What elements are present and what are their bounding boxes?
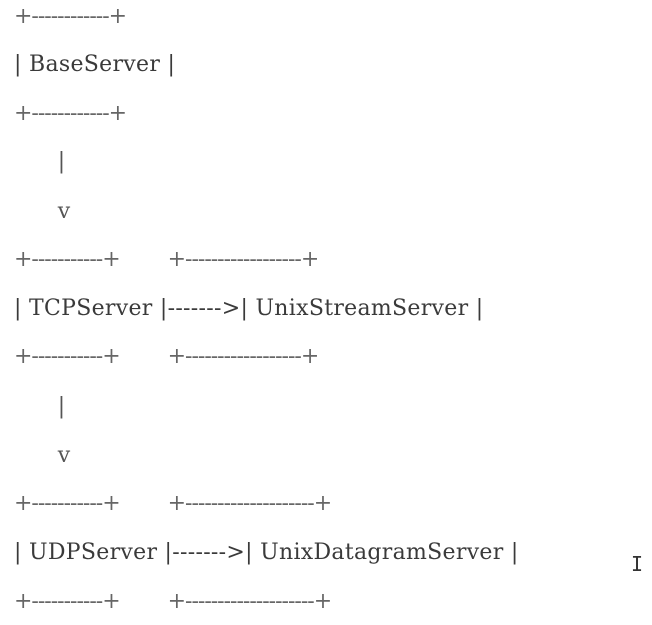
inheritance-arrowhead-1: v — [14, 199, 71, 224]
inheritance-arrowhead-2: v — [14, 443, 71, 468]
tcp-row-top-border: +-----------+ +------------------+ — [14, 247, 319, 272]
baseserver-box: | BaseServer | — [14, 52, 176, 77]
inheritance-line-1: | — [14, 149, 66, 174]
baseserver-box-top: +------------+ — [14, 4, 127, 29]
tcp-unixstream-row: | TCPServer |------->| UnixStreamServer … — [14, 296, 484, 321]
inheritance-line-2: | — [14, 394, 66, 419]
udp-row-bottom-border: +-----------+ +--------------------+ — [14, 589, 332, 614]
baseserver-box-bottom: +------------+ — [14, 101, 127, 126]
udp-row-top-border: +-----------+ +--------------------+ — [14, 491, 332, 516]
text-cursor-icon: I — [631, 552, 644, 576]
tcp-row-bottom-border: +-----------+ +------------------+ — [14, 344, 319, 369]
udp-unixdatagram-row: | UDPServer |------->| UnixDatagramServe… — [14, 540, 519, 565]
